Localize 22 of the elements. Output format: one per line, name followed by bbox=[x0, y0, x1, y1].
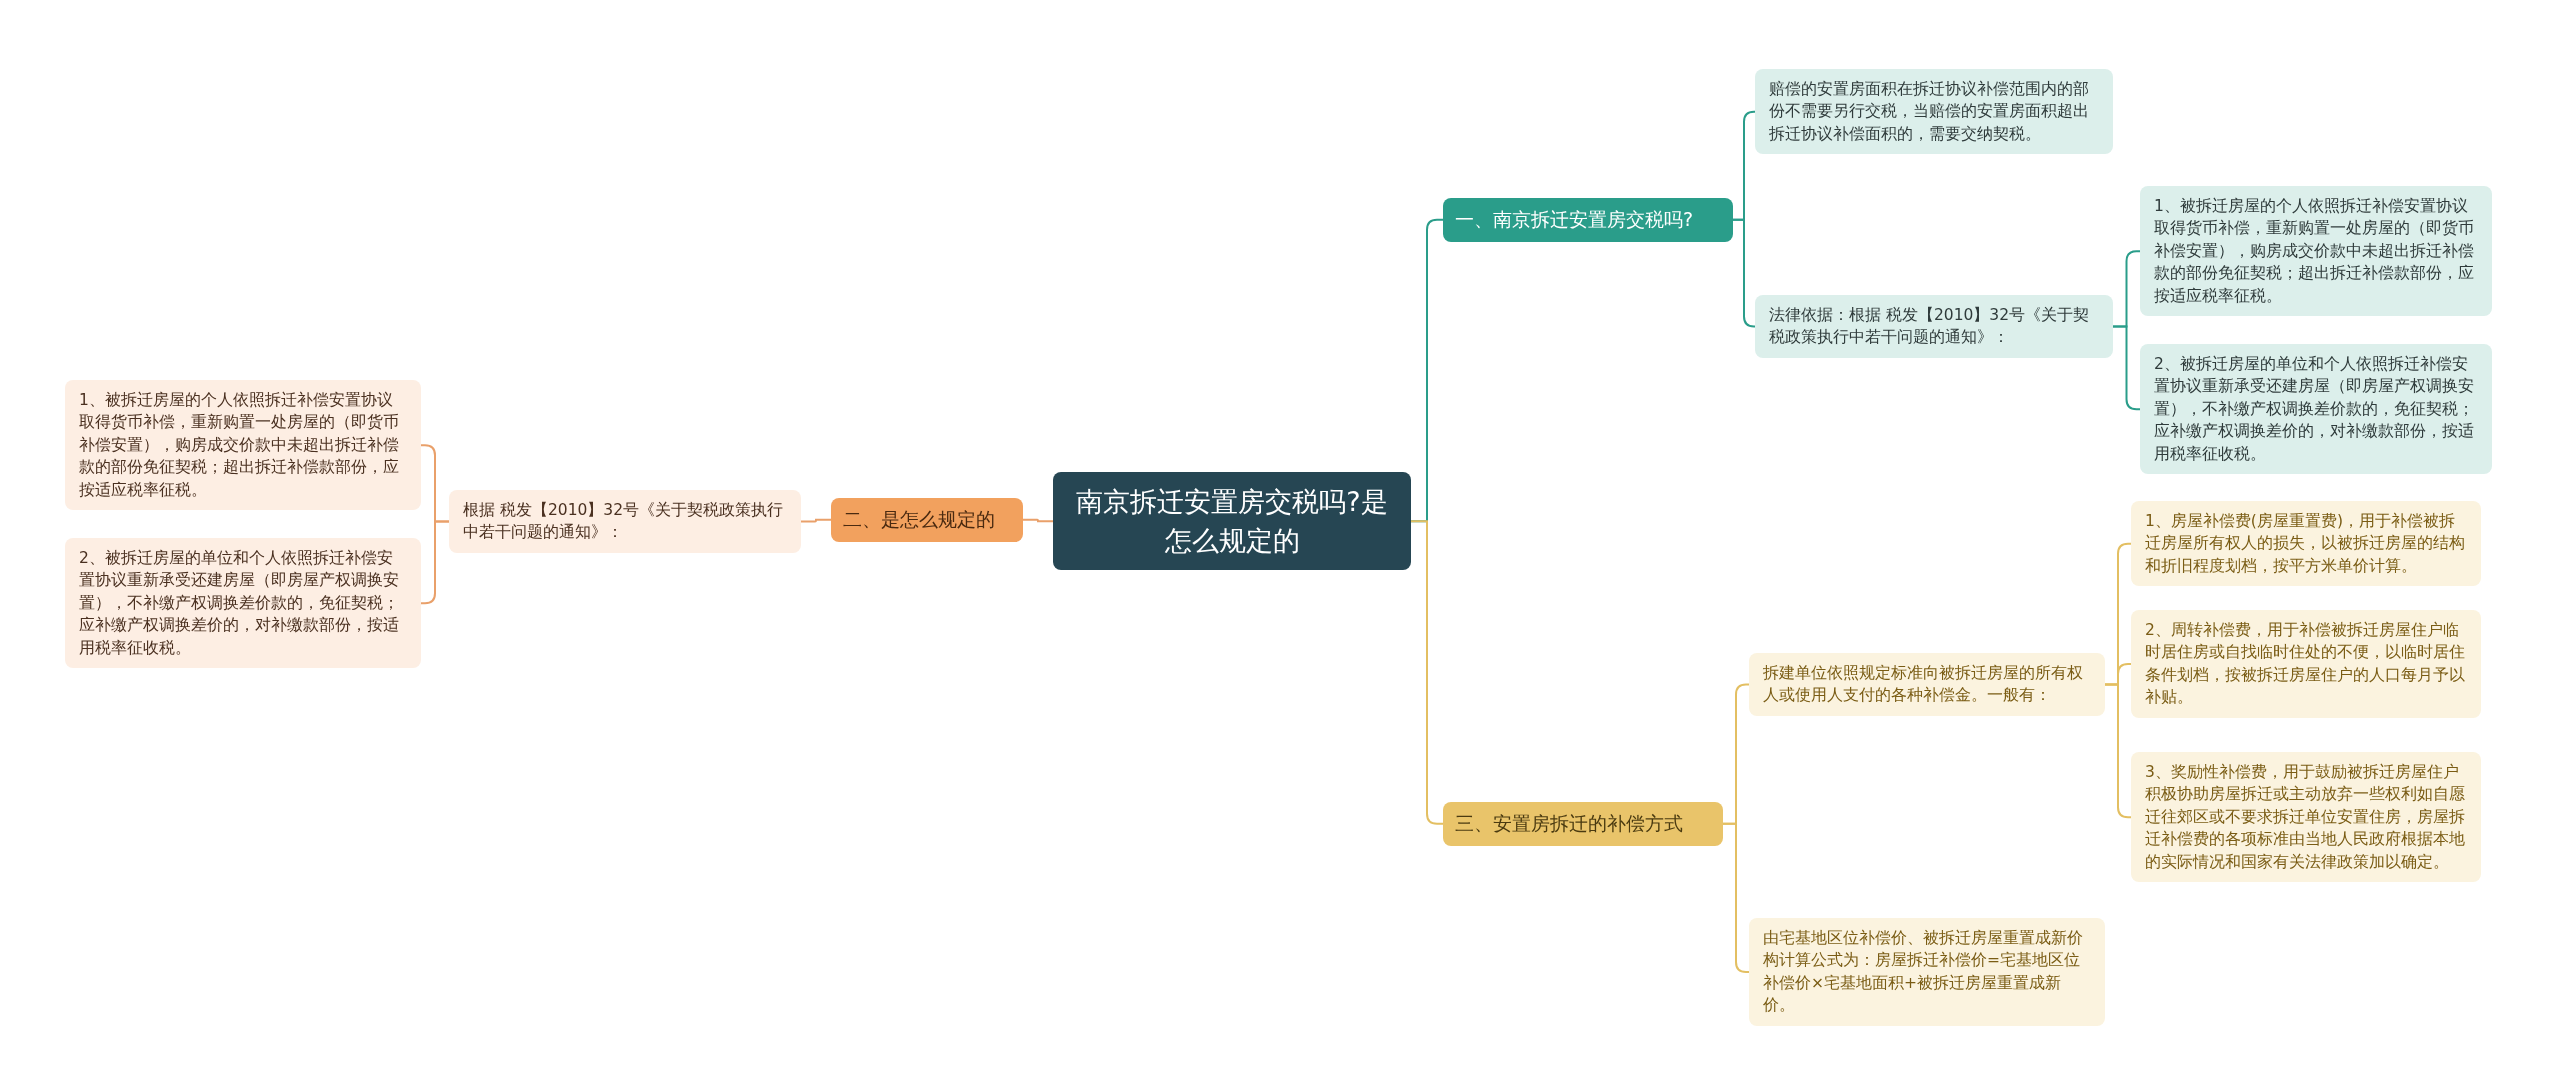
connector bbox=[1722, 822, 1750, 973]
text-card: 法律依据：根据 税发【2010】32号《关于契税政策执行中若干问题的通知》： bbox=[1755, 295, 2113, 358]
text-card: 赔偿的安置房面积在拆迁协议补偿范围内的部份不需要另行交税，当赔偿的安置房面积超出拆迁协议补偿面积的，需要交纳契税。 bbox=[1755, 69, 2113, 155]
text-card: 根据 税发【2010】32号《关于契税政策执行中若干问题的通知》： bbox=[449, 490, 801, 553]
text-card: 1、房屋补偿费(房屋重置费)，用于补偿被拆迁房屋所有权人的损失，以被拆迁房屋的结构和折旧程度划档，按平方米单价计算。 bbox=[2131, 501, 2481, 587]
text-card: 1、被拆迁房屋的个人依照拆迁补偿安置协议取得货币补偿，重新购置一处房屋的（即货币补偿安置），购房成交价款中未超出拆迁补偿款的部份免征契税；超出拆迁补偿款部份，应按适应税率征税。 bbox=[2140, 186, 2492, 317]
branch-topic-box: 二、是怎么规定的 bbox=[831, 498, 1023, 542]
text-card: 2、被拆迁房屋的单位和个人依照拆迁补偿安置协议重新承受还建房屋（即房屋产权调换安置），不补缴产权调换差价款的，免征契税；应补缴产权调换差价的，对补缴款部份，按适用税率征收税。 bbox=[2140, 344, 2492, 475]
branch-topic-box: 三、安置房拆迁的补偿方式 bbox=[1443, 802, 1723, 846]
text-card: 3、奖励性补偿费，用于鼓励被拆迁房屋住户积极协助房屋拆迁或主动放弃一些权利如自愿迁往郊区或不要求拆迁单位安置住房，房屋拆迁补偿费的各项标准由当地人民政府根据本地的实际情况和国家有关法律政策加以确定。 bbox=[2131, 752, 2481, 883]
connector bbox=[1022, 518, 1054, 523]
connector bbox=[1732, 218, 1756, 328]
text-card: 1、被拆迁房屋的个人依照拆迁补偿安置协议取得货币补偿，重新购置一处房屋的（即货币补偿安置），购房成交价款中未超出拆迁补偿款的部份免征契税；超出拆迁补偿款部份，应按适应税率征税。 bbox=[65, 380, 421, 511]
text-card: 拆建单位依照规定标准向被拆迁房屋的所有权人或使用人支付的各种补偿金。一般有： bbox=[1749, 653, 2105, 716]
text-card: 2、被拆迁房屋的单位和个人依照拆迁补偿安置协议重新承受还建房屋（即房屋产权调换安置），不补缴产权调换差价款的，免征契税；应补缴产权调换差价的，对补缴款部份，按适用税率征收税。 bbox=[65, 538, 421, 669]
branch-topic-box: 一、南京拆迁安置房交税吗? bbox=[1443, 198, 1733, 242]
connector bbox=[2104, 683, 2132, 819]
connector bbox=[420, 520, 450, 605]
connector bbox=[800, 518, 832, 523]
central-topic-box: 南京拆迁安置房交税吗?是怎么规定的 bbox=[1053, 472, 1411, 571]
text-card: 2、周转补偿费，用于补偿被拆迁房屋住户临时居住房或自找临时住处的不便，以临时居住条件划档，按被拆迁房屋住户的人口每月予以补贴。 bbox=[2131, 610, 2481, 718]
text-card: 由宅基地区位补偿价、被拆迁房屋重置成新价构计算公式为：房屋拆迁补偿价=宅基地区位补偿价×宅基地面积+被拆迁房屋重置成新价。 bbox=[1749, 918, 2105, 1026]
